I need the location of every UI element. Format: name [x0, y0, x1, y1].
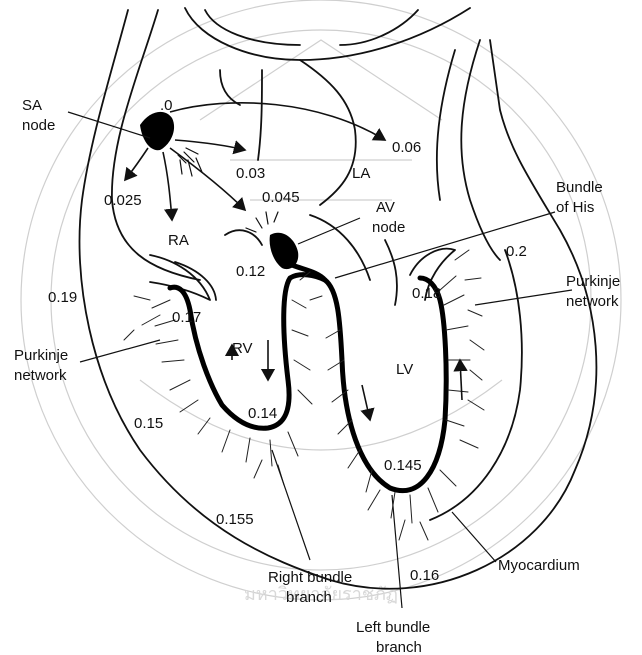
sa-node-label-2: node — [22, 117, 55, 134]
right-bundle-label-2: branch — [286, 589, 332, 606]
time-0-18: 0.18 — [412, 285, 441, 302]
conduction-bundles — [140, 112, 446, 491]
time-0-17: 0.17 — [172, 309, 201, 326]
time-0-2: 0.2 — [506, 243, 527, 260]
leader-sa-node — [68, 112, 150, 138]
av-node-label-1: AV — [376, 199, 395, 216]
leader-myocardium — [452, 512, 496, 562]
structure-labels: SA node AV node Bundle of His Purkinje n… — [14, 97, 620, 655]
leader-lines — [68, 112, 572, 608]
time-0-145: 0.145 — [384, 457, 422, 474]
time-0-03: 0.03 — [236, 165, 265, 182]
purkinje-right-label-1: Purkinje — [566, 273, 620, 290]
watermark-seal: มหาวิทยาลัยราชภัฏ — [21, 0, 621, 604]
leader-right-bundle — [272, 450, 310, 560]
arrow-to-ra — [163, 152, 172, 220]
rv-label: RV — [232, 340, 253, 357]
time-0-14: 0.14 — [248, 405, 277, 422]
time-0-15: 0.15 — [134, 415, 163, 432]
lv-label: LV — [396, 361, 413, 378]
sa-node-label-1: SA — [22, 97, 42, 114]
leader-purkinje-right — [475, 290, 572, 305]
right-bundle-label-1: Right bundle — [268, 569, 352, 586]
time-0-12: 0.12 — [236, 263, 265, 280]
time-0-155: 0.155 — [216, 511, 254, 528]
la-label: LA — [352, 165, 370, 182]
av-node-label-2: node — [372, 219, 405, 236]
left-bundle-label-2: branch — [376, 639, 422, 655]
time-0-19: 0.19 — [48, 289, 77, 306]
bundle-his-label-1: Bundle — [556, 179, 603, 196]
sa-node-shape — [140, 112, 174, 150]
myocardium-label: Myocardium — [498, 557, 580, 574]
purkinje-left-label-1: Purkinje — [14, 347, 68, 364]
arrow-to-bachmann — [175, 140, 245, 150]
time-0-16: 0.16 — [410, 567, 439, 584]
arrow-to-ra-lower — [125, 148, 148, 180]
time-0-045: 0.045 — [262, 189, 300, 206]
bundle-his-label-2: of His — [556, 199, 594, 216]
arrow-to-av-node — [170, 148, 245, 210]
time-0-06: 0.06 — [392, 139, 421, 156]
time-0-025: 0.025 — [104, 192, 142, 209]
purkinje-left-label-2: network — [14, 367, 67, 384]
left-bundle-label-1: Left bundle — [356, 619, 430, 636]
arrow-lv-up — [460, 360, 462, 400]
arrow-lv-down — [362, 385, 370, 420]
purkinje-right-label-2: network — [566, 293, 619, 310]
ra-label: RA — [168, 232, 189, 249]
time-0: .0 — [160, 97, 173, 114]
timing-labels: .0 0.06 0.03 0.045 0.025 0.12 0.19 0.17 … — [48, 97, 527, 584]
leader-av-node — [298, 218, 360, 244]
